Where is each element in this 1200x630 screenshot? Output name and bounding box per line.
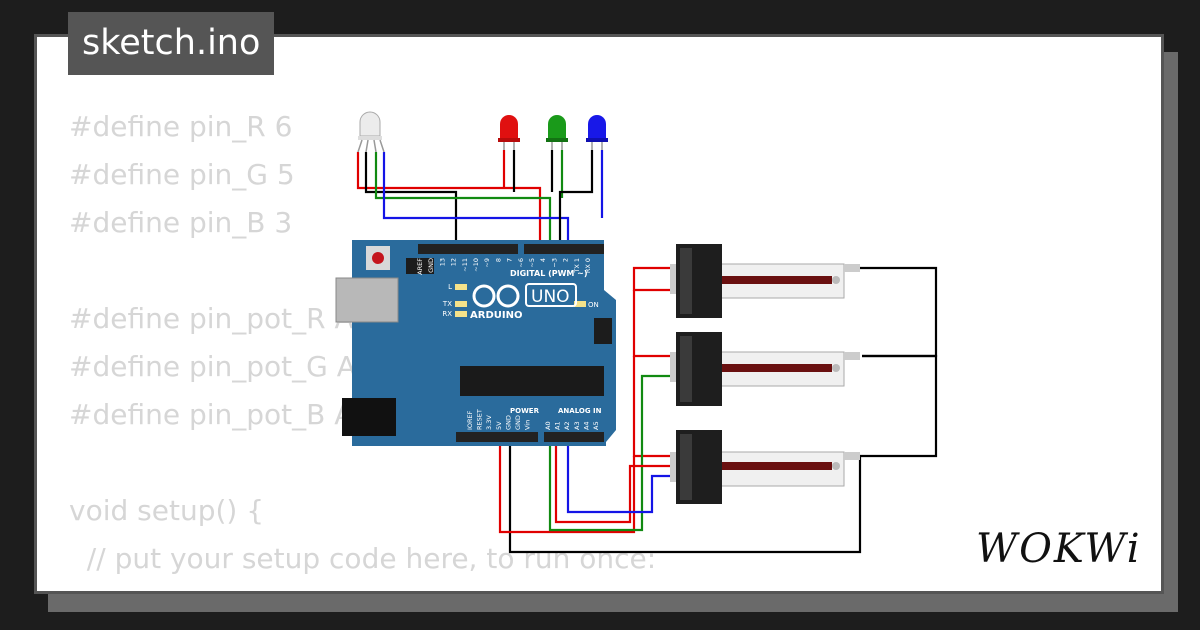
pin-label: GND: [504, 415, 512, 430]
pin-label: 12: [450, 258, 458, 266]
wire-wiper-r: [554, 436, 670, 524]
pin-label: 8: [494, 258, 502, 262]
reset-button-cap: [372, 252, 384, 264]
wire-pot-5v-3: [632, 356, 670, 458]
pin-label: Vin: [524, 420, 532, 430]
pin-label: 13: [438, 258, 446, 266]
power-header: [456, 432, 538, 442]
code-line: #define pin_B 3: [69, 206, 293, 239]
digital-header-right: [524, 244, 604, 254]
power-jack: [342, 398, 396, 436]
pin-label: 2: [562, 258, 570, 262]
led-red: [498, 115, 520, 150]
label-on: ON: [588, 301, 599, 309]
led-rx: [455, 311, 467, 317]
led-green: [546, 115, 568, 150]
led-on: [574, 301, 586, 307]
icsp-header-right: [594, 318, 612, 344]
pin-label: ~11: [461, 258, 469, 272]
led-tx: [455, 301, 467, 307]
status-led-label: L: [448, 283, 452, 291]
status-led-label: RX: [442, 310, 452, 318]
file-title-tab[interactable]: sketch.ino: [68, 12, 275, 75]
wire-wiper-b: [566, 436, 670, 514]
status-led-label: TX: [442, 300, 452, 308]
label-digital: DIGITAL (PWM ~): [510, 269, 588, 278]
wire-5v-board: [498, 436, 636, 534]
wire-pot-gnd-3: [508, 436, 862, 554]
rgb-led: [357, 111, 385, 153]
wire-led-blue-anode: [558, 150, 594, 248]
wokwi-logo: WOKWi: [976, 526, 1142, 572]
label-power: POWER: [510, 407, 540, 415]
wire-rgb-red: [356, 152, 542, 248]
code-line: Serial.begin(115200);: [69, 590, 392, 591]
pin-label: A2: [563, 421, 571, 430]
status-led-labels: L TX RX: [442, 283, 452, 318]
slide-pot-2[interactable]: [670, 332, 860, 406]
usb-connector: [335, 277, 399, 323]
label-analog: ANALOG IN: [558, 407, 602, 415]
pin-label: IOREF: [466, 410, 474, 430]
led-blue: [586, 115, 608, 150]
wires: [356, 150, 938, 554]
pin-label: ~9: [483, 258, 491, 268]
pin-label: A4: [582, 421, 590, 430]
arduino-logo: [472, 284, 520, 308]
pin-label: A1: [554, 421, 562, 430]
board-model: UNO: [531, 287, 570, 307]
pin-label: 7: [506, 258, 514, 262]
pin-label: RX 0: [584, 258, 592, 273]
code-line: #define pin_G 5: [69, 158, 295, 191]
pin-label: ~5: [528, 258, 536, 268]
led-l: [455, 284, 467, 290]
pin-label: A0: [544, 421, 552, 430]
pin-label: ~10: [472, 258, 480, 272]
wire-pot-gnd-1: [860, 266, 938, 358]
analog-header: [544, 432, 604, 442]
code-line: // put your setup code here, to run once…: [69, 542, 657, 575]
pin-label: AREF: [416, 258, 424, 275]
pin-label: RESET: [476, 409, 484, 430]
atmega-chip: [460, 366, 604, 396]
wire-pot-5v-2: [632, 290, 670, 358]
icsp-header-top: [406, 258, 434, 274]
digital-header-left: [418, 244, 518, 254]
pin-label: 4: [539, 258, 547, 262]
pin-label: GND: [514, 415, 522, 430]
slide-pot-3[interactable]: [670, 430, 860, 504]
uno-badge: [525, 283, 577, 307]
pin-label: A3: [573, 421, 581, 430]
pin-label: GND: [427, 258, 435, 273]
code-line: void setup() {: [69, 494, 265, 527]
pin-label: 5V: [495, 421, 503, 430]
wire-wiper-g: [548, 374, 670, 532]
pin-label: 3.3V: [485, 415, 493, 430]
board-brand: ARDUINO: [470, 310, 522, 321]
code-line: #define pin_R 6: [69, 110, 293, 143]
arduino-uno-board: UNO ARDUINO DIGITAL (PWM ~) POWER ANALOG…: [335, 240, 616, 446]
pin-label: ~6: [517, 258, 525, 268]
pin-label: A5: [592, 421, 600, 430]
wire-pot-5v-1: [632, 266, 670, 292]
pin-label: ~3: [550, 258, 558, 268]
pin-label: TX 1: [573, 258, 581, 274]
wire-rgb-common: [364, 152, 458, 248]
wire-rgb-green: [374, 152, 552, 248]
wire-rgb-blue: [382, 152, 570, 248]
wire-pot-gnd-2: [860, 354, 938, 458]
slide-pot-1[interactable]: [670, 244, 860, 318]
